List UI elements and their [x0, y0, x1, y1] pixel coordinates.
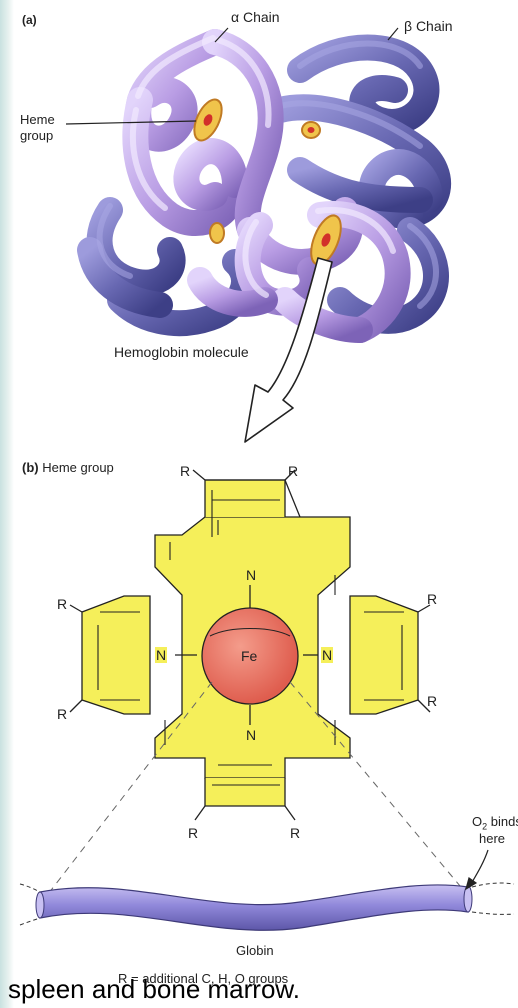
o2-binds-label-line1: O2 binds [472, 815, 518, 832]
hemoglobin-molecule-label: Hemoglobin molecule [114, 345, 249, 360]
slide-caption: spleen and bone marrow. [8, 976, 300, 1002]
r-group: R [427, 591, 437, 607]
r-group: R [57, 596, 67, 612]
beta-chain-label: β Chain [404, 19, 453, 34]
heme-group-label-line2: group [20, 129, 53, 143]
o2-binds-text: binds [487, 814, 518, 829]
heme-disc-3 [210, 223, 224, 243]
nitrogen-atom: N [245, 567, 257, 583]
r-group: R [188, 825, 198, 841]
r-group: R [180, 463, 190, 479]
heme-disc-2 [302, 122, 320, 138]
r-group: R [57, 706, 67, 722]
alpha-chain-label: α Chain [231, 10, 280, 25]
o2-arrow [466, 850, 488, 889]
r-group: R [290, 825, 300, 841]
o2-binds-label-line2: here [479, 832, 505, 846]
nitrogen-atom: N [155, 647, 167, 663]
r-group: R [288, 463, 298, 479]
globin-strand [20, 883, 514, 930]
r-group: R [427, 693, 437, 709]
nitrogen-atom: N [245, 727, 257, 743]
o2-o: O [472, 814, 482, 829]
iron-label: Fe [241, 648, 257, 664]
part-b-title: (b) Heme group [22, 461, 114, 475]
nitrogen-atom: N [321, 647, 333, 663]
part-b-title-text: Heme group [42, 460, 114, 475]
part-b-tag: (b) [22, 460, 39, 475]
hemoglobin-molecule [90, 38, 438, 330]
globin-label: Globin [236, 944, 274, 958]
heme-group-label-line1: Heme [20, 113, 55, 127]
part-a-tag: (a) [22, 14, 37, 27]
